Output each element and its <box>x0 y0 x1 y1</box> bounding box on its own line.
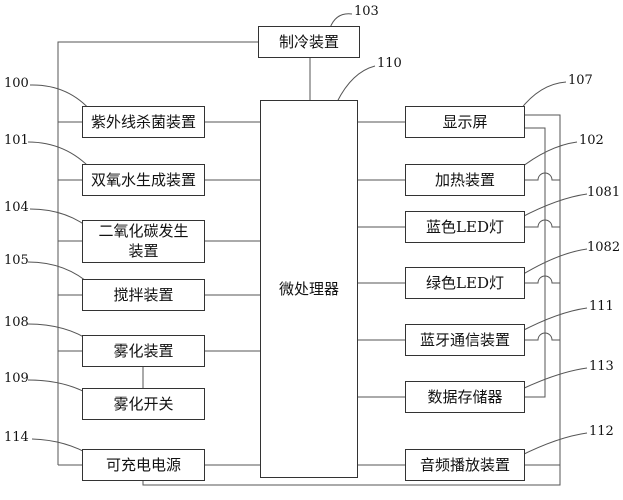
ref-100: 100 <box>4 76 29 91</box>
ref-101: 101 <box>4 133 29 148</box>
wire-bus-bluetooth <box>525 332 560 341</box>
bluetooth-block: 蓝牙通信装置 <box>405 324 525 356</box>
co2-generator-label-line2: 装置 <box>128 241 159 260</box>
ref-104: 104 <box>4 200 29 215</box>
leader-102 <box>517 141 578 171</box>
audio-player-label: 音频播放装置 <box>419 456 510 474</box>
atomizer-switch-block: 雾化开关 <box>82 388 205 420</box>
stirring-label: 搅拌装置 <box>113 286 174 304</box>
refrigeration-block: 制冷装置 <box>258 26 360 58</box>
heater-block: 加热装置 <box>405 164 525 196</box>
leader-110 <box>336 65 376 103</box>
ref-111: 111 <box>589 299 614 314</box>
rechargeable-power-block: 可充电电源 <box>82 449 205 481</box>
stirring-block: 搅拌装置 <box>82 279 205 311</box>
leader-103 <box>329 13 353 29</box>
wire-outer-left-bus <box>57 41 258 465</box>
ref-108: 108 <box>4 315 29 330</box>
ref-113: 113 <box>589 359 614 374</box>
ref-105: 105 <box>4 253 29 268</box>
ref-114: 114 <box>4 430 29 445</box>
display-label: 显示屏 <box>442 113 488 131</box>
h2o2-generator-block: 双氧水生成装置 <box>82 164 205 196</box>
co2-generator-label-line1: 二氧化碳发生 <box>98 222 189 240</box>
uv-sterilizer-label: 紫外线杀菌装置 <box>90 113 196 131</box>
wire-bus-heat <box>525 172 560 181</box>
audio-player-block: 音频播放装置 <box>405 449 525 481</box>
atomizer-block: 雾化装置 <box>82 335 205 367</box>
ref-102: 102 <box>579 133 604 148</box>
ref-109: 109 <box>4 371 29 386</box>
data-storage-block: 数据存储器 <box>405 381 525 413</box>
refrigeration-label: 制冷装置 <box>278 33 339 51</box>
blue-led-label: 蓝色LED灯 <box>426 218 504 236</box>
leader-1081 <box>519 193 588 219</box>
rechargeable-power-label: 可充电电源 <box>105 456 181 474</box>
green-led-block: 绿色LED灯 <box>405 267 525 299</box>
wire-bus-green-led <box>525 275 560 284</box>
ref-112: 112 <box>589 424 614 439</box>
data-storage-label: 数据存储器 <box>427 388 503 406</box>
ref-107: 107 <box>568 73 593 88</box>
atomizer-label: 雾化装置 <box>113 342 174 360</box>
leader-112 <box>519 432 588 457</box>
processor-block: 微处理器 <box>260 100 358 478</box>
ref-103: 103 <box>354 4 379 19</box>
ref-110: 110 <box>377 56 402 71</box>
heater-label: 加热装置 <box>434 171 495 189</box>
leader-107 <box>519 81 567 111</box>
atomizer-switch-label: 雾化开关 <box>113 395 174 413</box>
h2o2-generator-label: 双氧水生成装置 <box>90 171 196 189</box>
processor-label: 微处理器 <box>278 280 339 298</box>
green-led-label: 绿色LED灯 <box>426 274 504 292</box>
display-block: 显示屏 <box>405 106 525 138</box>
ref-1081: 1081 <box>587 185 621 200</box>
wire-bus-blue-led <box>525 219 560 228</box>
bluetooth-label: 蓝牙通信装置 <box>419 331 510 349</box>
wire-inner-right-bus <box>525 127 546 398</box>
leader-111 <box>519 307 588 333</box>
ref-1082: 1082 <box>587 240 621 255</box>
uv-sterilizer-block: 紫外线杀菌装置 <box>82 106 205 138</box>
co2-generator-block: 二氧化碳发生 装置 <box>82 220 205 263</box>
blue-led-block: 蓝色LED灯 <box>405 211 525 243</box>
leader-1082 <box>519 248 588 277</box>
wire-outer-right-bus <box>142 114 561 486</box>
leader-113 <box>519 367 588 391</box>
